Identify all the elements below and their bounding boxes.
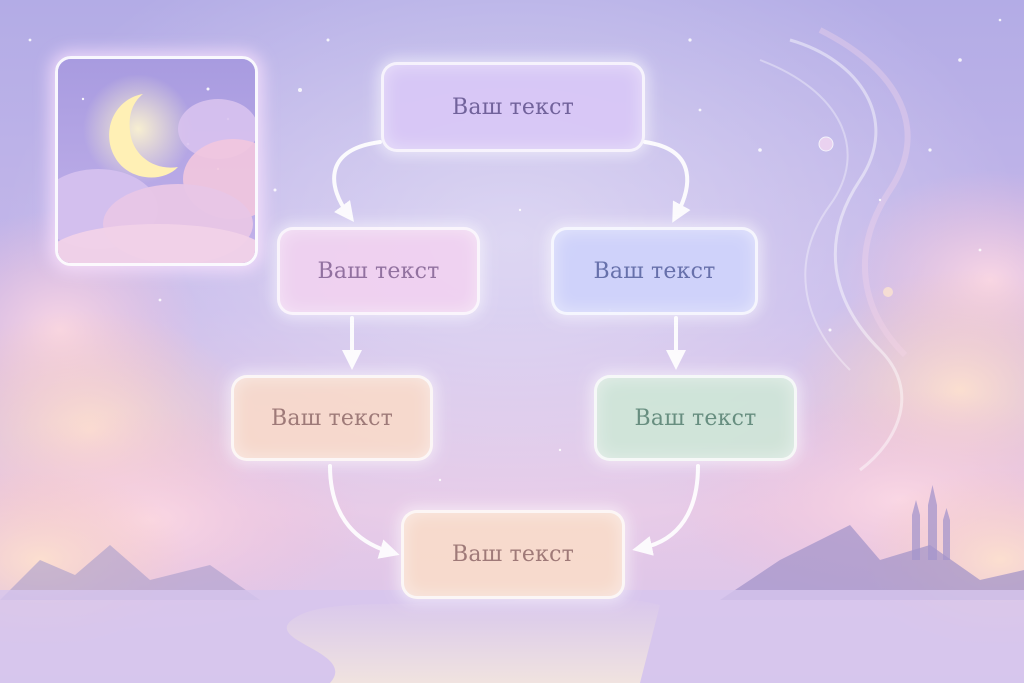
- node-mid-right-label: Ваш текст: [593, 258, 716, 284]
- node-bottom: Ваш текст: [401, 510, 625, 599]
- node-low-left-label: Ваш текст: [271, 405, 393, 431]
- node-mid-left: Ваш текст: [277, 227, 480, 315]
- edge-low-left-to-bottom: [328, 464, 400, 559]
- node-bottom-label: Ваш текст: [452, 542, 574, 567]
- node-mid-right: Ваш текст: [551, 227, 758, 315]
- moon-scene-illustration: [58, 59, 255, 263]
- crescent-moon-thumbnail: [55, 56, 258, 266]
- node-low-right-label: Ваш текст: [634, 405, 757, 431]
- edge-low-right-to-bottom: [632, 464, 700, 556]
- node-mid-left-label: Ваш текст: [317, 258, 440, 284]
- node-low-right: Ваш текст: [594, 375, 797, 461]
- crescent-moon-icon: [109, 94, 178, 178]
- node-top-label: Ваш текст: [452, 94, 574, 120]
- node-low-left: Ваш текст: [231, 375, 433, 461]
- edge-top-to-mid-right: [643, 140, 691, 223]
- edge-top-to-mid-left: [332, 140, 382, 223]
- node-top: Ваш текст: [381, 62, 645, 152]
